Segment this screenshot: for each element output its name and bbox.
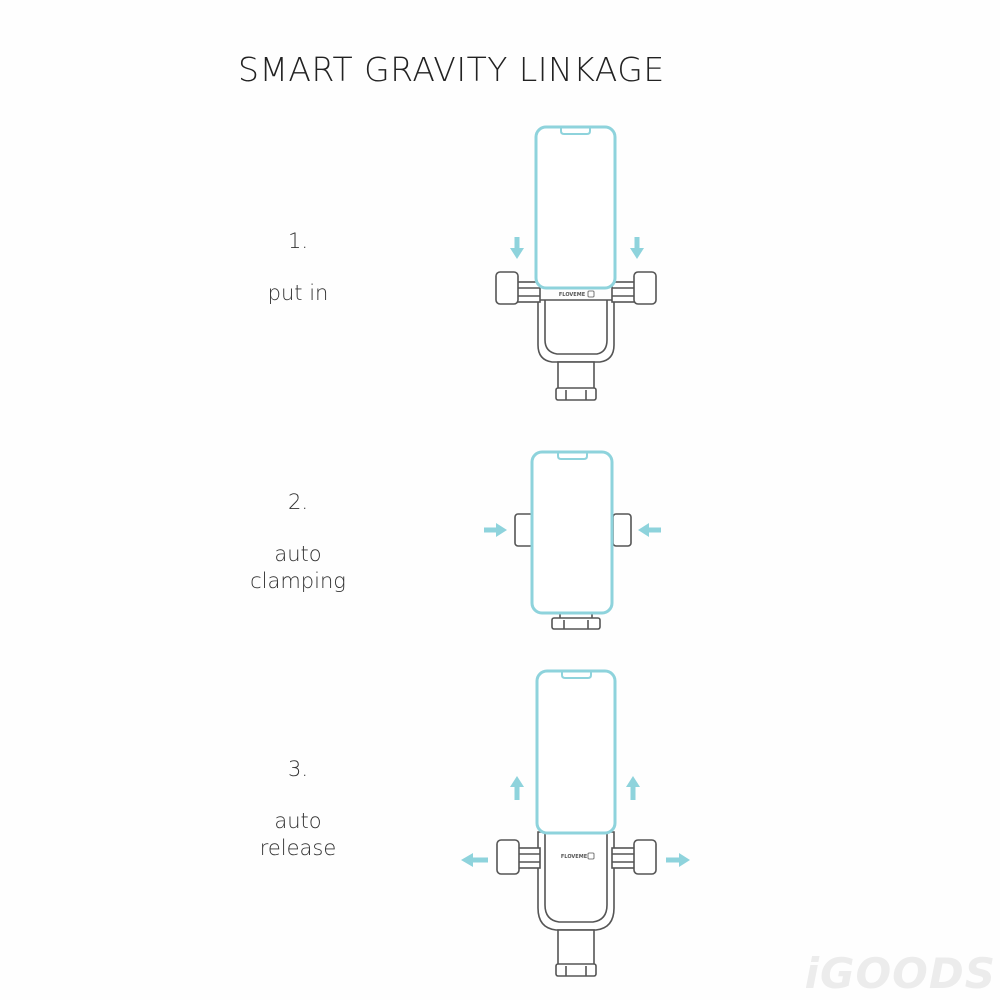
step-3-illustration: FLOVEME — [461, 669, 690, 977]
step-1-text: put in — [267, 281, 329, 305]
step-3-holder — [496, 831, 657, 977]
step-2-text-line1: auto — [274, 542, 322, 566]
step-3-arrow-up-right — [626, 776, 640, 800]
step-1-holder — [495, 271, 657, 401]
step-1-number: 1. — [287, 229, 309, 253]
step-3-arrow-up-left — [510, 776, 524, 800]
step-2-illustration — [484, 450, 661, 630]
step-3-label: 3. auto release — [218, 756, 378, 862]
step-1-arrow-down-left — [510, 237, 524, 259]
step-2-arrow-left — [638, 523, 661, 537]
step-3-arrow-left — [461, 853, 488, 867]
step-1-phone: FLOVEME — [534, 125, 617, 298]
step-2-text-line2: clamping — [250, 569, 346, 593]
step-2-phone — [530, 450, 614, 615]
step-1-illustration: FLOVEME — [495, 125, 657, 401]
step-2-holder — [514, 513, 632, 630]
step-1-arrow-down-right — [630, 237, 644, 259]
step-3-number: 3. — [287, 757, 309, 781]
step-3-phone: FLOVEME — [535, 669, 617, 860]
step-2-number: 2. — [287, 490, 309, 514]
diagram-title: SMART GRAVITY LINKAGE — [238, 50, 665, 89]
step-3-arrow-right — [666, 853, 690, 867]
step-2-arrow-right — [484, 523, 507, 537]
step-2-label: 2. auto clamping — [218, 489, 378, 595]
step-3-text-line1: auto — [274, 809, 322, 833]
step-1-brand-mark: FLOVEME — [559, 292, 586, 298]
step-3-text-line2: release — [259, 836, 337, 860]
step-3-brand-mark: FLOVEME — [561, 854, 588, 860]
step-1-label: 1. put in — [218, 228, 378, 307]
watermark: iGOODS — [804, 949, 996, 998]
